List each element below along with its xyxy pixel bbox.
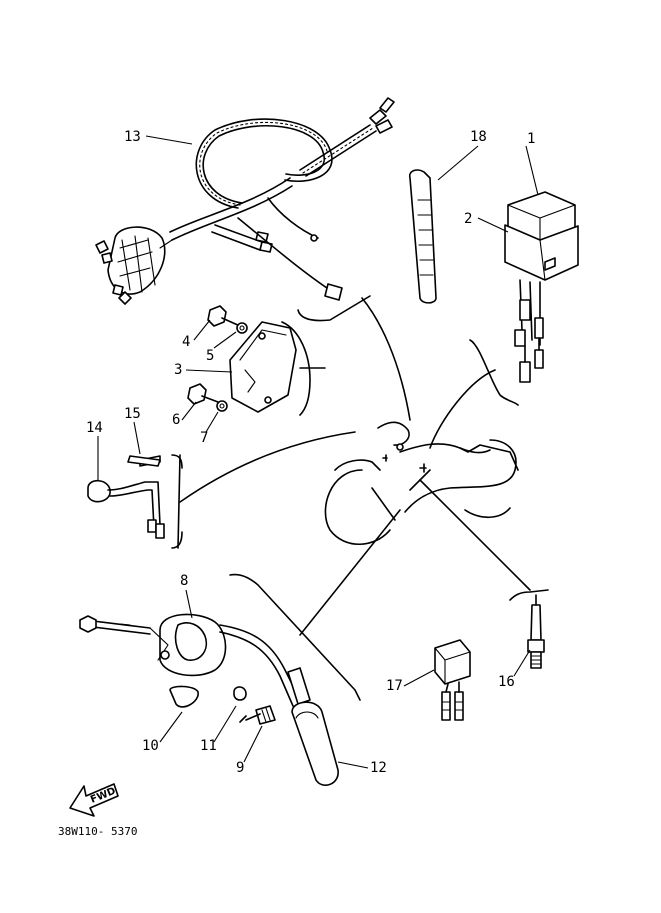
- callout-7: 7: [200, 430, 208, 446]
- callout-15: 15: [124, 406, 141, 422]
- diagram-code: 38W110- 5370: [58, 825, 137, 838]
- relay-17: [434, 639, 471, 721]
- ignition-coil: [79, 613, 339, 786]
- callout-16: 16: [498, 674, 515, 690]
- callout-4: 4: [182, 334, 190, 350]
- relay-assembly: [504, 191, 579, 383]
- callout-18: 18: [470, 129, 487, 145]
- spark-plug: [527, 594, 545, 669]
- callout-8: 8: [180, 573, 188, 589]
- callout-13: 13: [124, 129, 141, 145]
- callout-6: 6: [172, 412, 180, 428]
- wire-harness: [95, 97, 395, 305]
- reference-lines: [171, 295, 549, 701]
- tape: [127, 455, 161, 467]
- callout-2: 2: [464, 211, 472, 227]
- callout-leaders: [97, 135, 539, 769]
- coil-bolts: [169, 685, 276, 725]
- motorcycle-silhouette: [324, 421, 519, 545]
- callout-11: 11: [200, 738, 217, 754]
- callout-14: 14: [86, 420, 103, 436]
- callout-17: 17: [386, 678, 403, 694]
- callout-1: 1: [527, 131, 535, 147]
- callout-3: 3: [174, 362, 182, 378]
- callout-9: 9: [236, 760, 244, 776]
- callout-5: 5: [206, 348, 214, 364]
- callout-10: 10: [142, 738, 159, 754]
- cable-strap: [408, 169, 437, 304]
- cap-lead: [87, 455, 165, 539]
- callout-12: 12: [370, 760, 387, 776]
- cdi-unit: [187, 305, 311, 416]
- forward-arrow-icon: FWD: [69, 783, 119, 817]
